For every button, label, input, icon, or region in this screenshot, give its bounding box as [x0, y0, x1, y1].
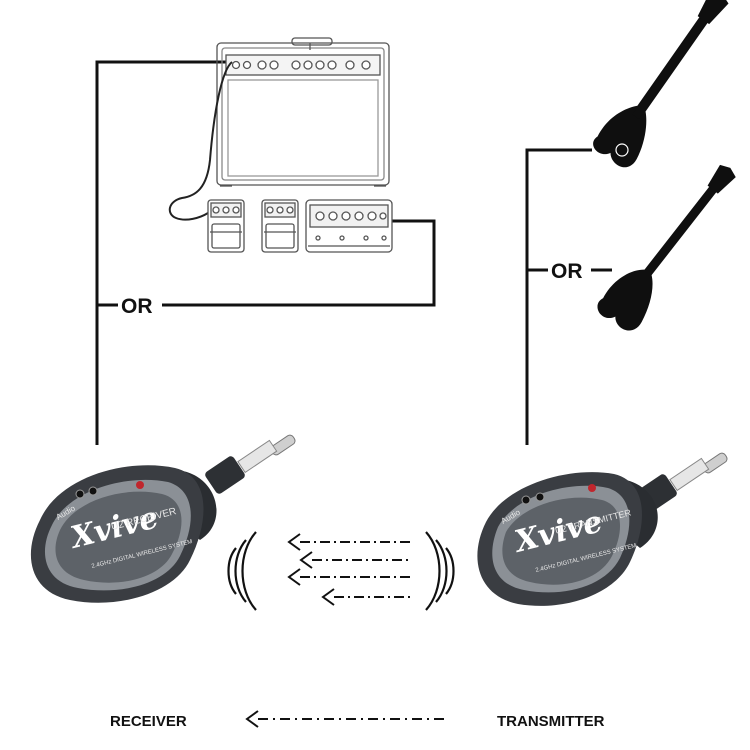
- bass-guitar-icon: [597, 164, 736, 331]
- transmitter-device: Audio Xvive U2 TRANSMITTER 2.4GHz DIGITA…: [477, 452, 728, 606]
- signal-arrows: [245, 533, 445, 728]
- or-label-right: OR: [551, 260, 583, 283]
- signal-arrow-1: [287, 533, 410, 551]
- legend-arrow: [245, 710, 445, 728]
- signal-arrow-2: [299, 551, 410, 569]
- wireless-waves-icon-transmitter: [425, 531, 455, 611]
- receiver-jack-icon: [205, 434, 296, 494]
- transmitter-connection-lines: [525, 148, 612, 445]
- receiver-connection-lines: [95, 60, 436, 445]
- guitar-amplifier-icon: [216, 37, 390, 187]
- electric-guitar-icon: [593, 0, 729, 168]
- receiver-device: Audio Xvive U2 RECEIVER 2.4GHz DIGITAL W…: [30, 434, 296, 603]
- multi-effects-pedal-icon: [305, 199, 393, 253]
- effect-pedal-icon-2: [261, 199, 299, 253]
- signal-arrow-4: [321, 588, 410, 606]
- wireless-waves-icon: [227, 531, 257, 611]
- effect-pedal-icon: [207, 199, 245, 253]
- amp-cable: [168, 61, 233, 221]
- or-label-left: OR: [121, 295, 153, 318]
- signal-arrow-3: [287, 568, 410, 586]
- receiver-label: RECEIVER: [110, 713, 187, 730]
- transmitter-label: TRANSMITTER: [497, 713, 605, 730]
